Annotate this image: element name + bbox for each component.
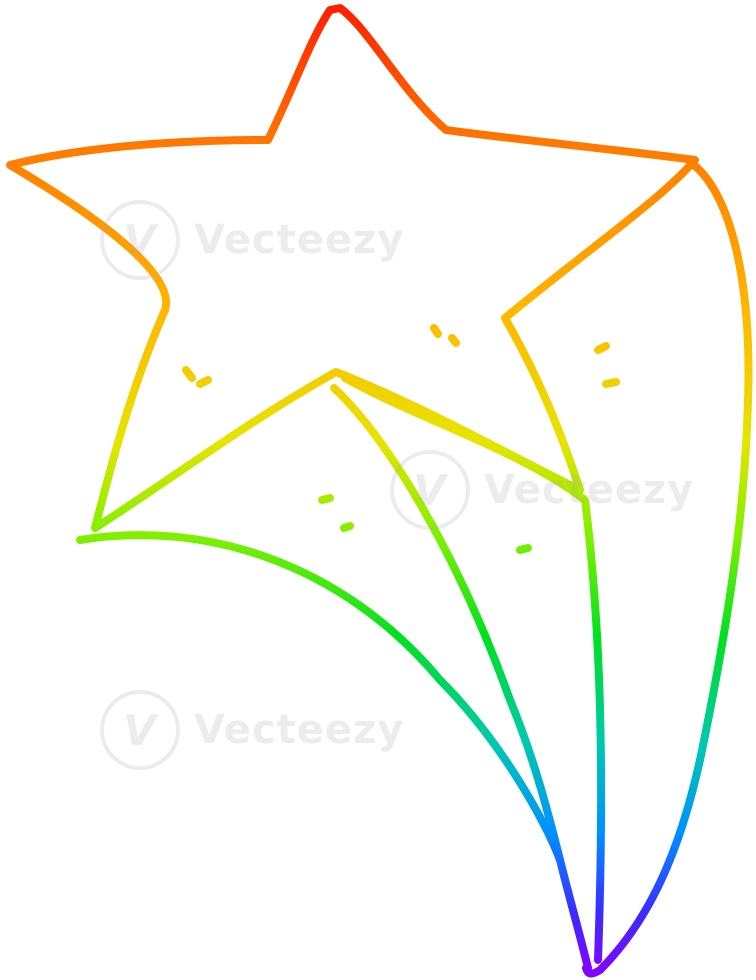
sparkle-mark [602,378,620,388]
sparkle-mark [516,544,532,554]
sparkle-mark [340,522,354,532]
sparkle-mark [318,494,334,504]
tail-right-stroke [582,158,753,978]
sparkle-mark [196,376,212,388]
sparkle-mark [448,334,460,347]
star-outline [6,4,699,532]
tail-middle-stroke [341,374,606,964]
sparkle-mark [182,366,196,382]
tail-inner-stroke [330,384,564,864]
tail-left-stroke [76,531,592,972]
sparkle-mark [594,342,610,354]
sparkle-mark [430,324,442,338]
